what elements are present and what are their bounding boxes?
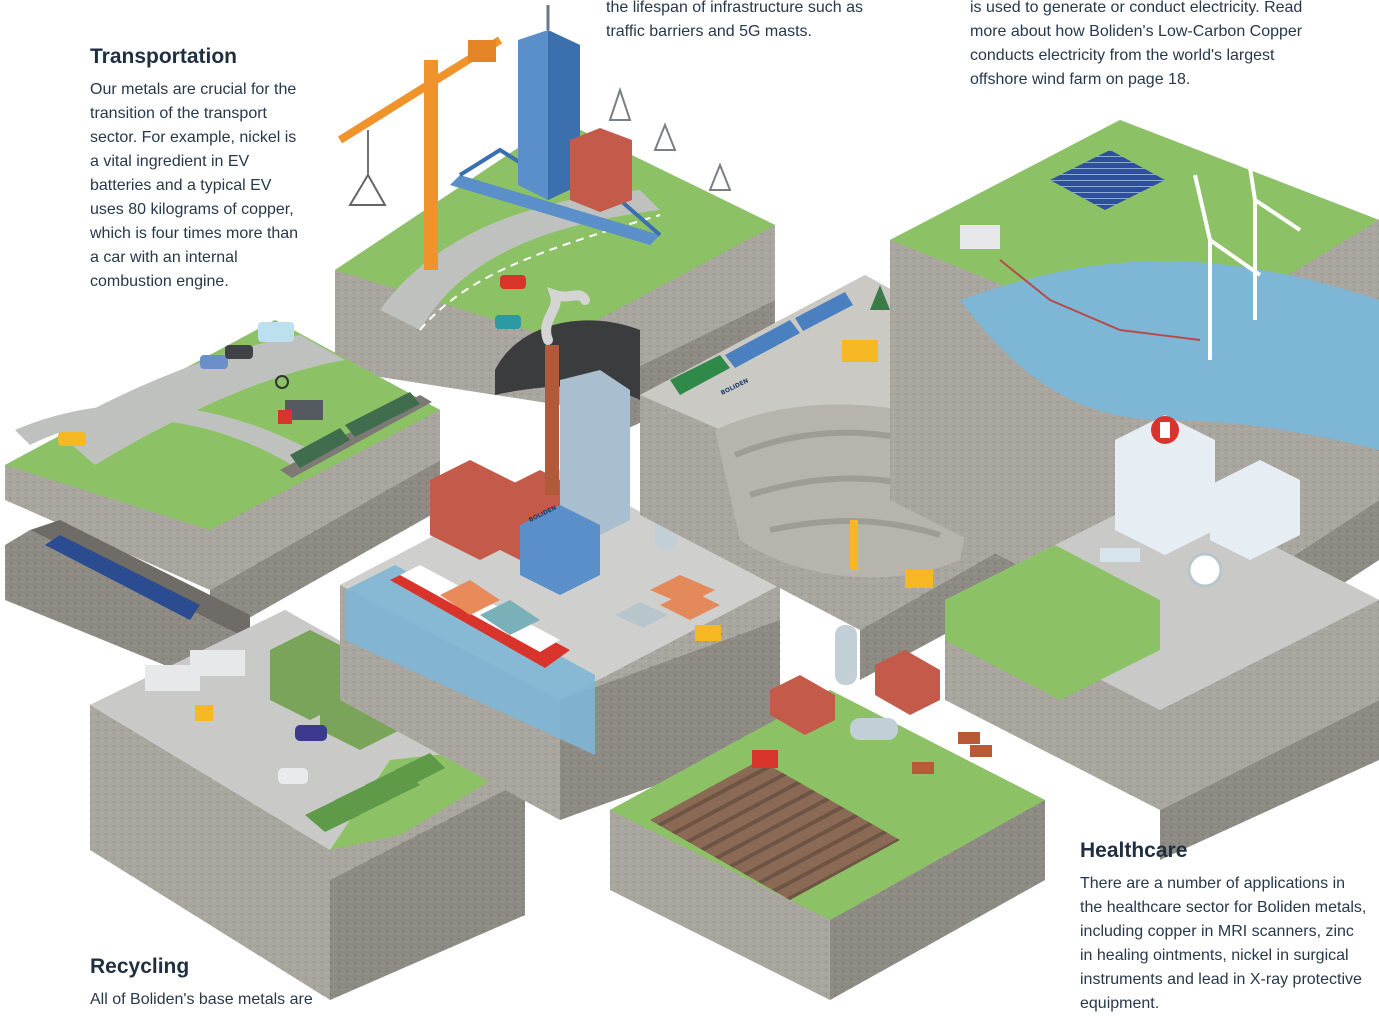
taxi bbox=[58, 432, 86, 446]
recycled-car-2 bbox=[278, 768, 308, 784]
transportation-text: Transportation Our metals are crucial fo… bbox=[90, 44, 308, 294]
energy-text: is used to generate or conduct electrici… bbox=[970, 0, 1330, 92]
drill-rig bbox=[850, 520, 858, 570]
smelter-buildings: BOLIDEN bbox=[430, 345, 677, 595]
recycling-body: All of Boliden's base metals are bbox=[90, 991, 313, 1008]
hospital bbox=[1115, 415, 1300, 560]
milk-tanker bbox=[850, 718, 898, 740]
dump-truck bbox=[842, 340, 878, 362]
hospital-beds bbox=[1100, 548, 1140, 562]
power-pylons bbox=[608, 86, 732, 191]
skyscraper bbox=[518, 5, 580, 200]
truck-cab bbox=[278, 410, 292, 424]
infrastructure-text: the lifespan of infrastructure such as t… bbox=[606, 0, 906, 44]
ploughed-field bbox=[650, 760, 900, 900]
grain-silo bbox=[835, 625, 857, 685]
subsea-cable bbox=[999, 259, 1201, 341]
parked-car-2 bbox=[225, 345, 253, 359]
freight-train bbox=[290, 392, 420, 468]
smelter-chimney bbox=[545, 345, 559, 495]
cows bbox=[912, 732, 992, 774]
infrastructure-text-fragment: the lifespan of infrastructure such as t… bbox=[606, 0, 864, 40]
copper-ingots bbox=[615, 575, 720, 628]
brick-building bbox=[570, 128, 632, 212]
truck bbox=[285, 400, 323, 420]
farm-tile bbox=[610, 625, 1045, 1000]
waste-bins bbox=[305, 753, 445, 832]
harbour-water bbox=[345, 565, 595, 755]
healthcare-body: There are a number of applications in th… bbox=[1080, 875, 1367, 1012]
parked-car bbox=[200, 355, 228, 369]
recycling-truck-2 bbox=[190, 650, 245, 676]
solar-panels bbox=[1050, 150, 1165, 210]
crane bbox=[337, 36, 503, 270]
excavator bbox=[905, 570, 933, 588]
recycling-heading: Recycling bbox=[90, 955, 190, 978]
healthcare-heading: Healthcare bbox=[1080, 839, 1188, 862]
substation bbox=[960, 225, 1000, 249]
energy-text-fragment: is used to generate or conduct electrici… bbox=[970, 0, 1303, 88]
red-car bbox=[500, 275, 526, 289]
teal-car bbox=[495, 315, 521, 329]
recycling-text: Recycling All of Boliden's base metals a… bbox=[90, 954, 350, 1012]
parked-van bbox=[258, 322, 294, 342]
passenger-train bbox=[45, 535, 200, 620]
recycled-car bbox=[295, 725, 327, 741]
transportation-heading: Transportation bbox=[90, 45, 238, 68]
cyclist bbox=[275, 375, 289, 389]
farm-buildings bbox=[770, 625, 940, 735]
forklift bbox=[195, 705, 213, 721]
loader bbox=[695, 625, 721, 641]
transportation-tile bbox=[5, 320, 440, 640]
mri-scanner bbox=[1187, 552, 1223, 588]
tractor bbox=[752, 750, 778, 768]
wind-turbines bbox=[1193, 134, 1302, 360]
healthcare-text: Healthcare There are a number of applica… bbox=[1080, 838, 1370, 1016]
transportation-body: Our metals are crucial for the transitio… bbox=[90, 81, 299, 290]
cargo-ship bbox=[390, 565, 570, 668]
electric-train: BOLIDEN bbox=[670, 292, 853, 397]
smoke bbox=[541, 287, 590, 345]
sea bbox=[960, 261, 1379, 450]
healthcare-tile bbox=[945, 415, 1379, 860]
